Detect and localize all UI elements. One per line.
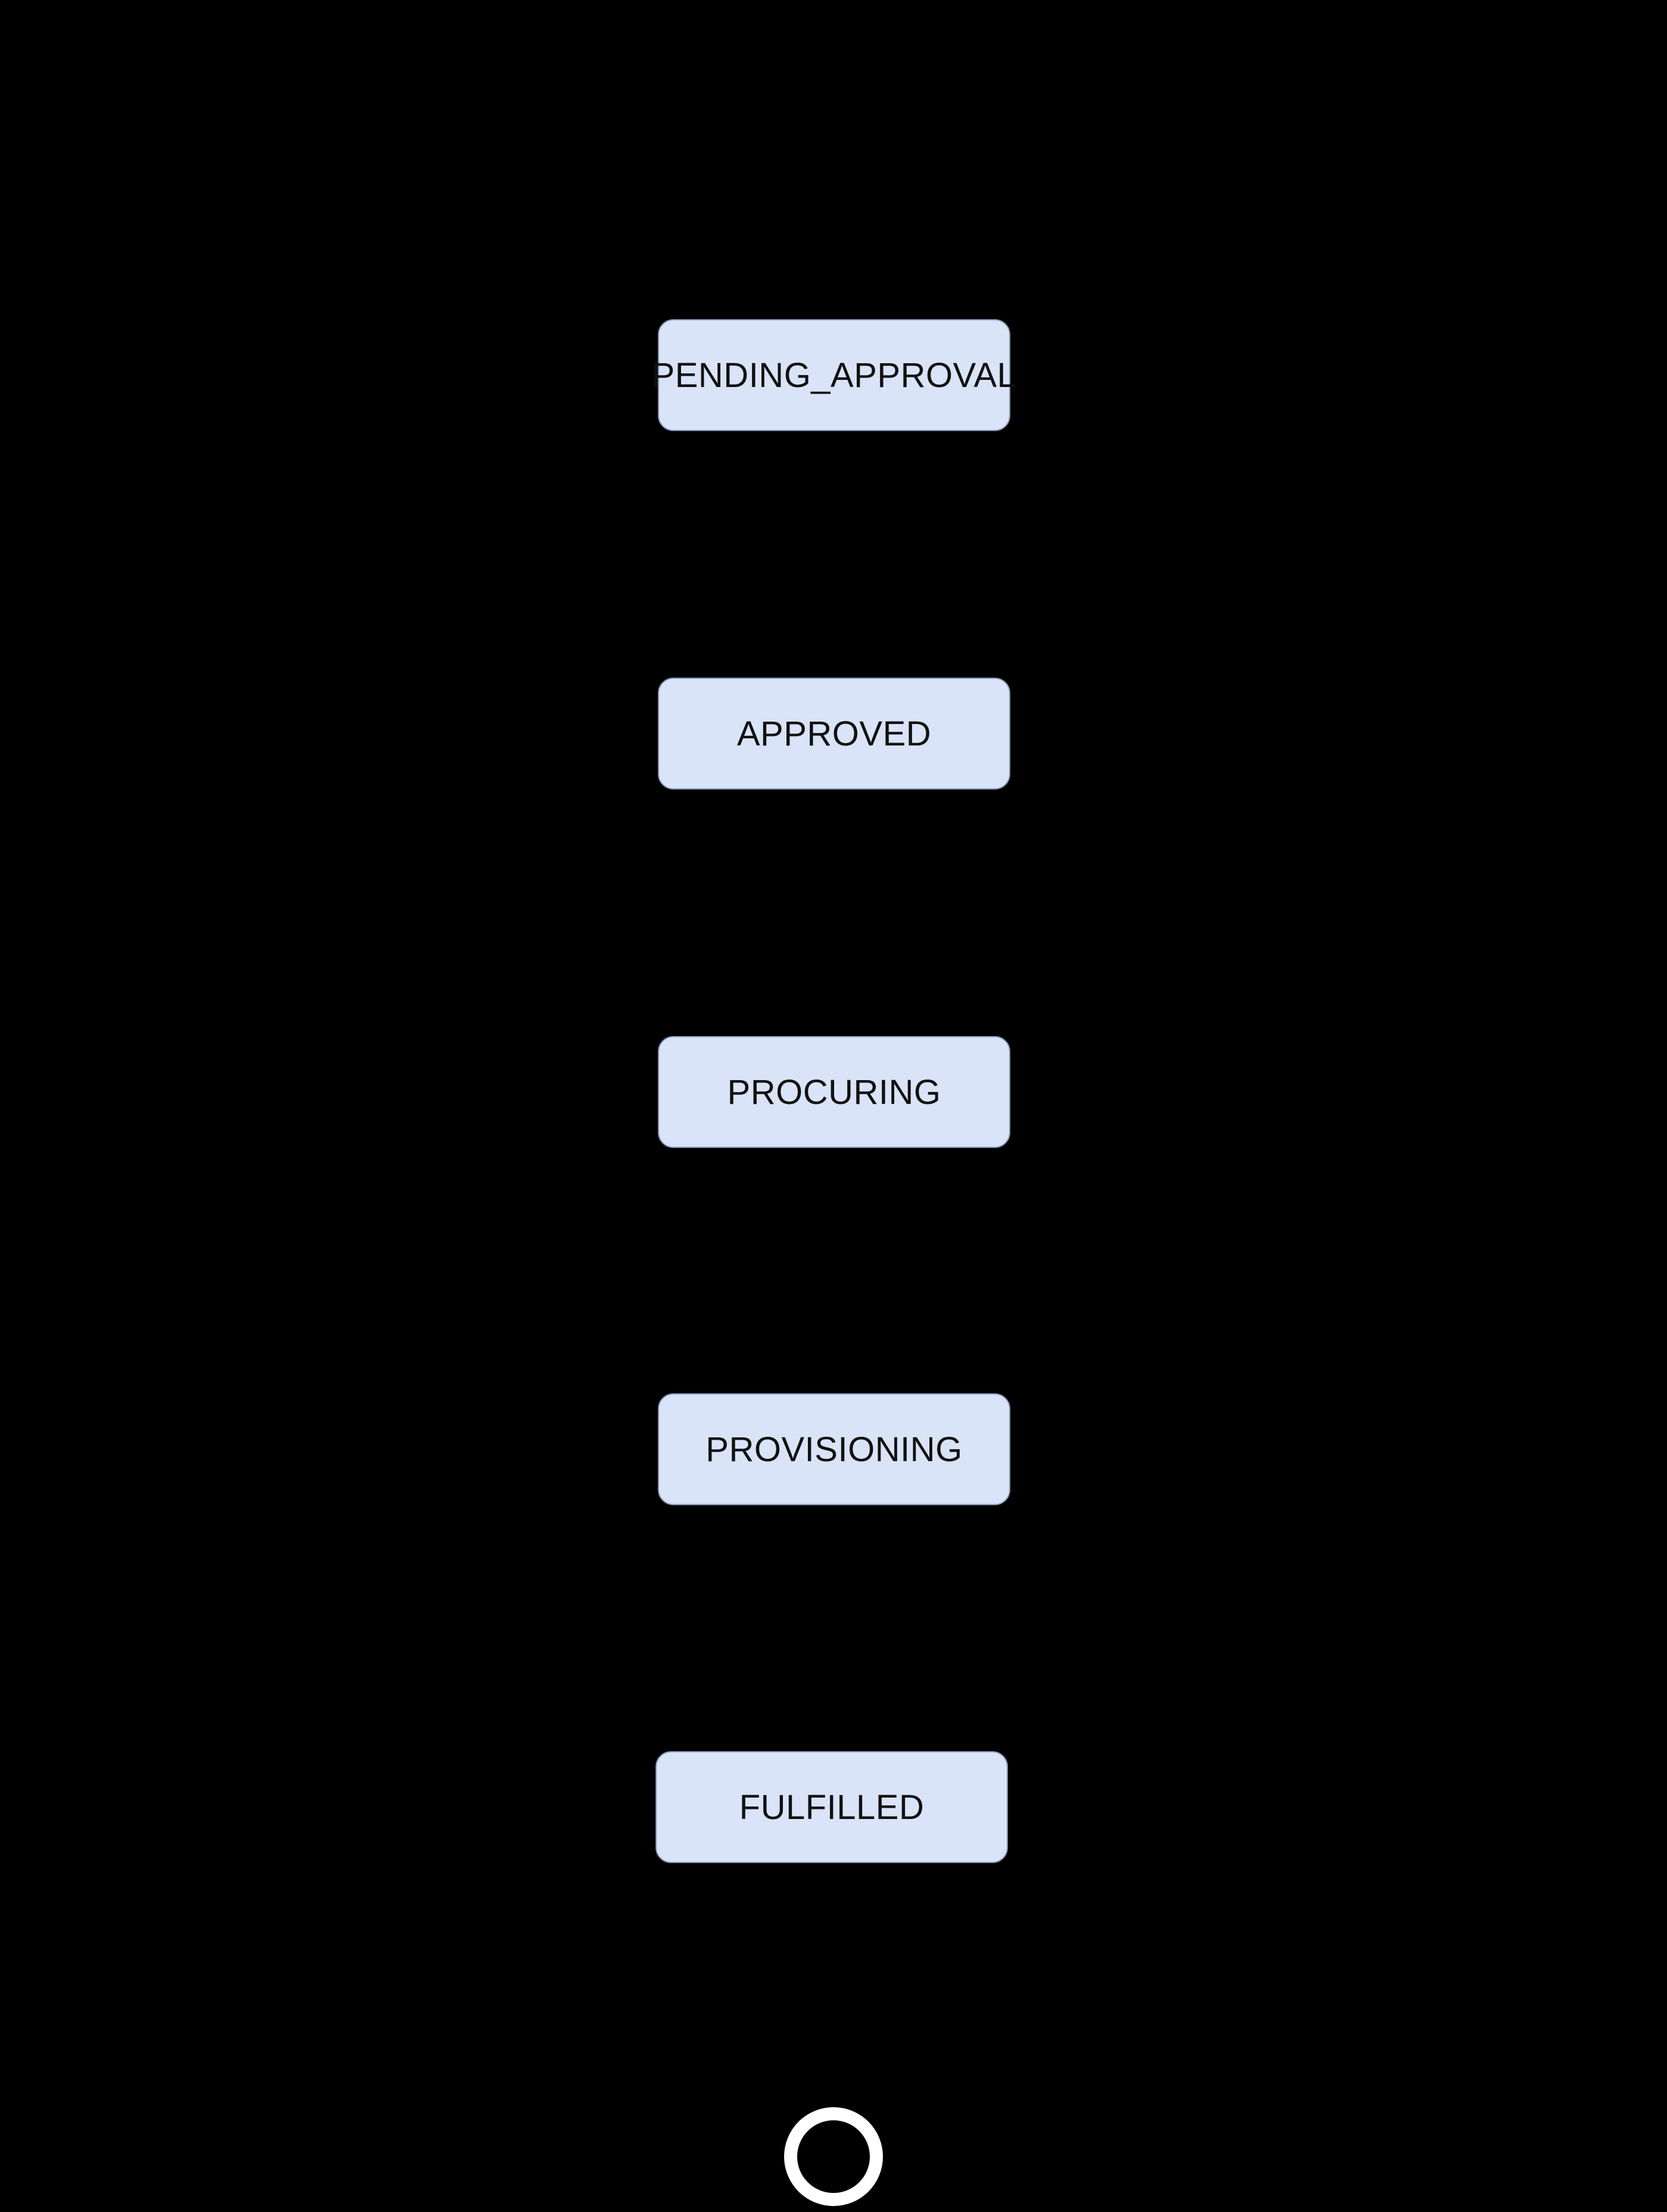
- state-node-procuring: PROCURING: [658, 1036, 1010, 1148]
- state-label-procuring: PROCURING: [727, 1072, 941, 1112]
- final-state-ring-icon: [784, 2107, 883, 2206]
- state-node-fulfilled: FULFILLED: [655, 1751, 1008, 1863]
- state-node-provisioning: PROVISIONING: [658, 1393, 1010, 1505]
- state-node-approved: APPROVED: [658, 678, 1010, 790]
- state-label-fulfilled: FULFILLED: [739, 1787, 925, 1827]
- state-label-provisioning: PROVISIONING: [705, 1430, 963, 1469]
- state-label-pending-approval: PENDING_APPROVAL: [651, 355, 1017, 395]
- state-node-pending-approval: PENDING_APPROVAL: [652, 319, 1016, 431]
- state-label-approved: APPROVED: [736, 714, 932, 753]
